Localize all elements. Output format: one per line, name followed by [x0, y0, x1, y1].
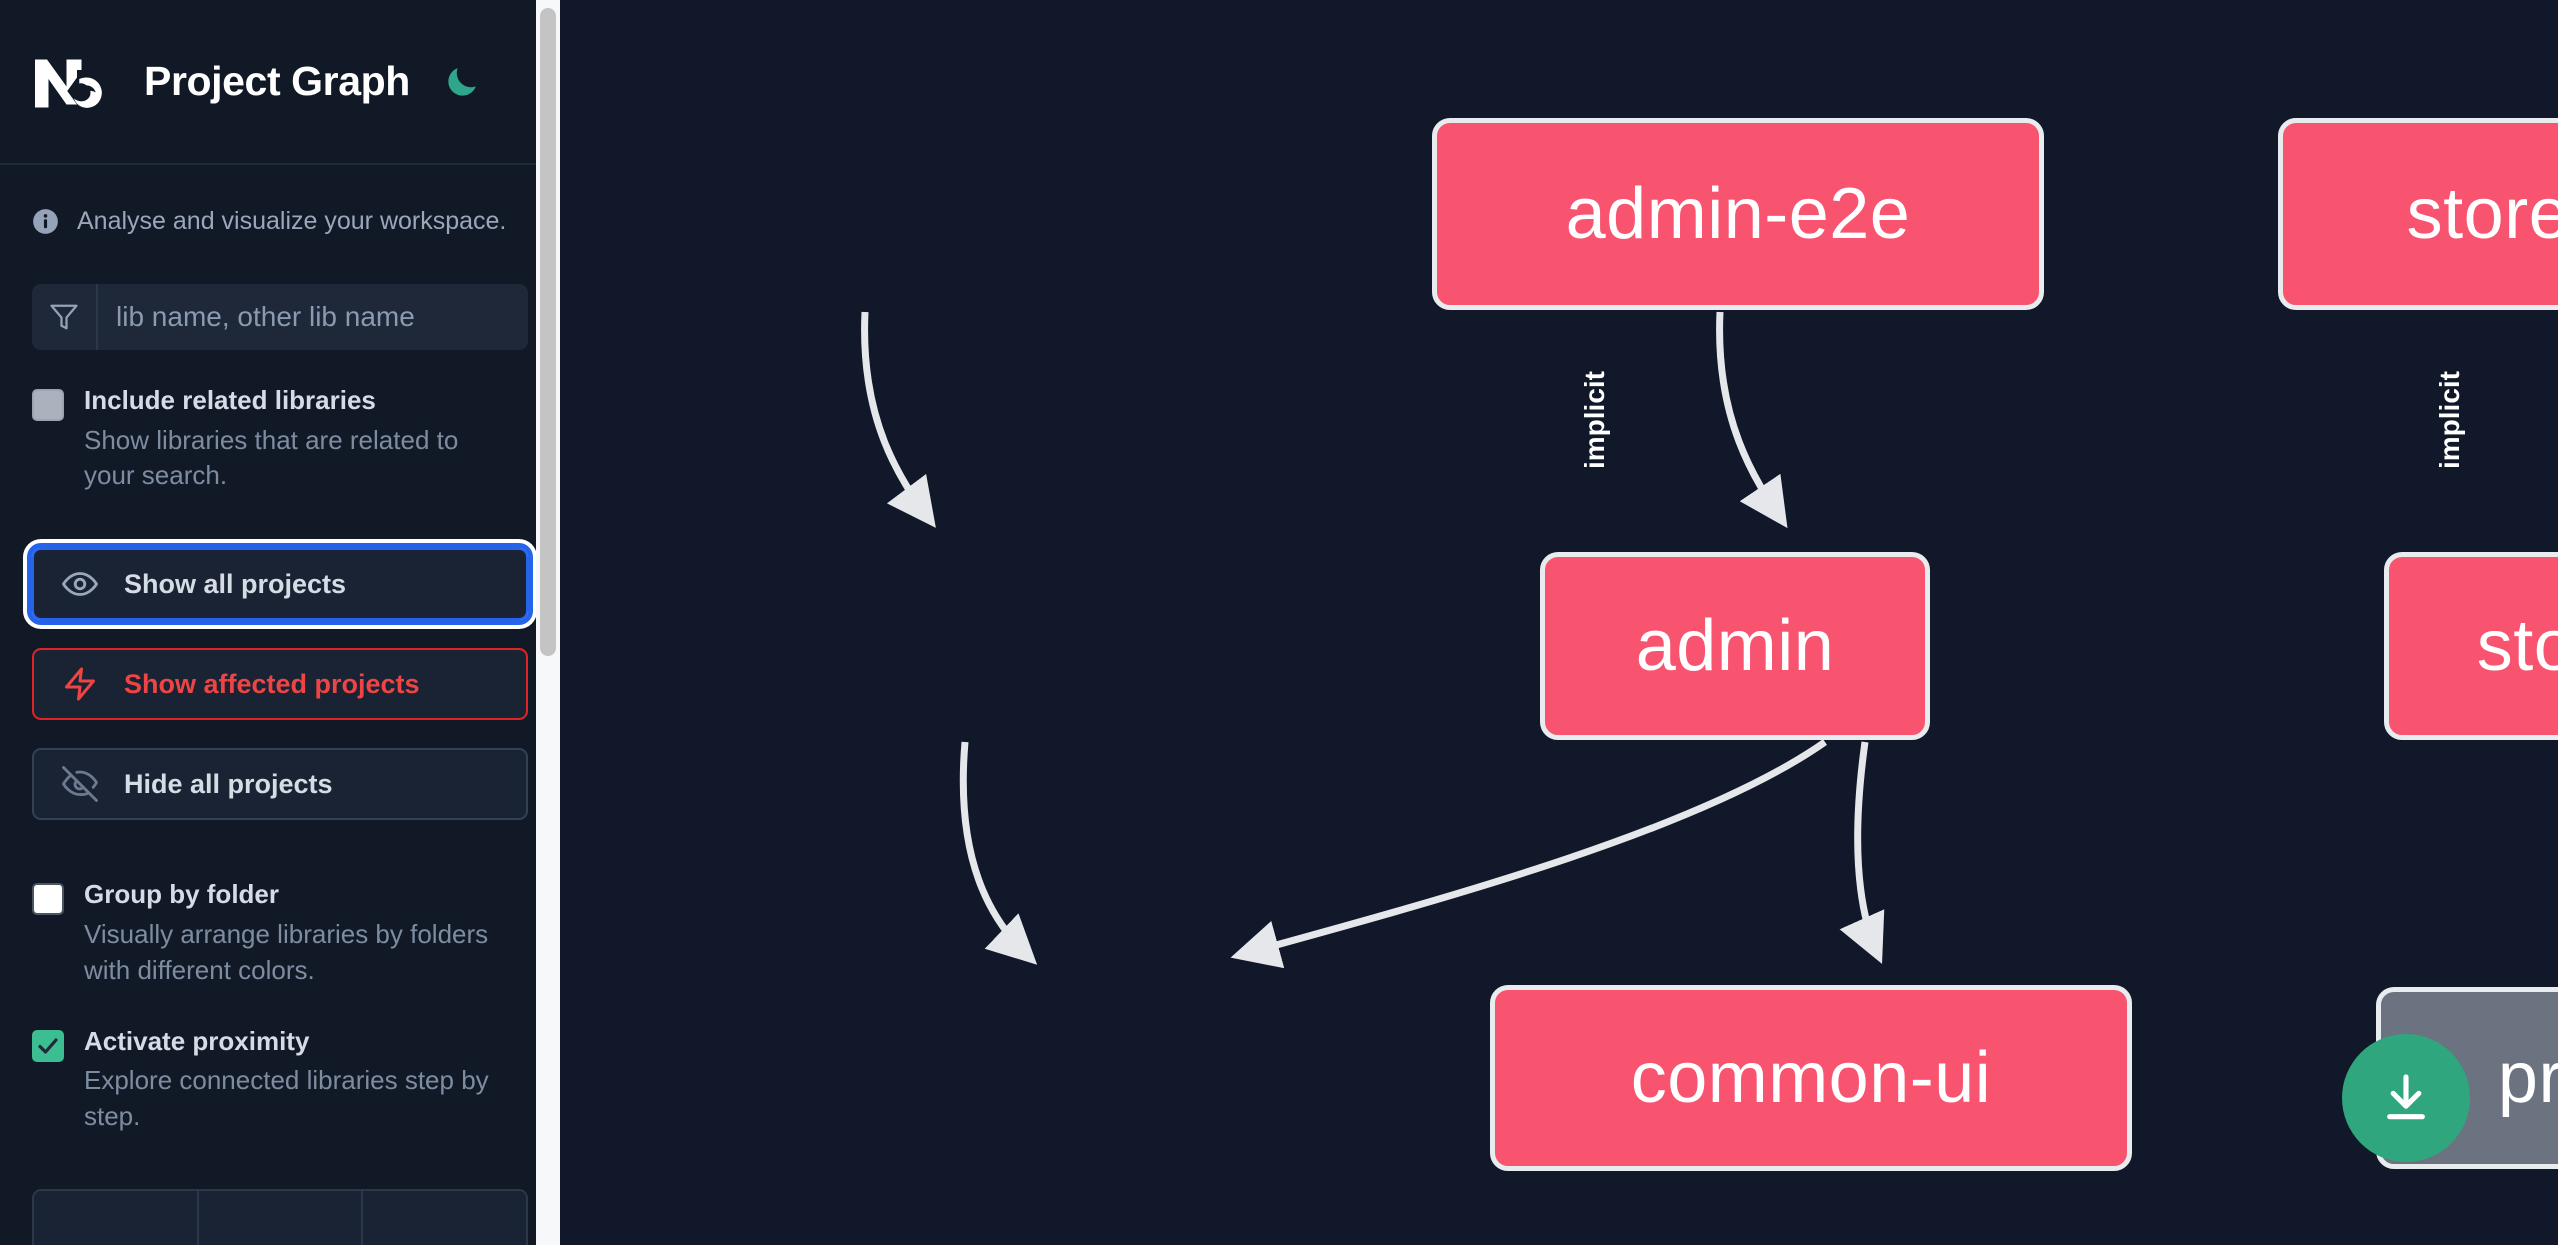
moon-icon[interactable] — [440, 60, 484, 104]
graph-action-buttons: Show all projects Show affected projects… — [27, 543, 533, 821]
option-group-by-folder[interactable]: Group by folder Visually arrange librari… — [0, 878, 560, 988]
include-related-libraries-checkbox[interactable] — [32, 389, 64, 421]
group-by-folder-checkbox[interactable] — [32, 883, 64, 916]
graph-edges — [861, 311, 1885, 969]
segment-3[interactable] — [363, 1188, 528, 1245]
activate-proximity-label: Activate proximity — [84, 1025, 310, 1056]
segment-1[interactable] — [32, 1188, 199, 1245]
segment-2[interactable] — [198, 1188, 364, 1245]
group-by-folder-label: Group by folder — [84, 879, 279, 910]
graph-node-admin-e2e[interactable]: admin-e2e — [1432, 118, 2044, 310]
sidebar-header: Project Graph — [0, 0, 560, 165]
graph-node-label: common-ui — [1630, 1038, 1992, 1118]
check-icon — [38, 1037, 58, 1054]
graph-node-store[interactable]: store — [2384, 552, 2558, 740]
activate-proximity-description: Explore connected libraries step by step… — [84, 1065, 489, 1131]
graph-node-common-ui[interactable]: common-ui — [1490, 985, 2132, 1171]
include-related-libraries-description: Show libraries that are related to your … — [84, 424, 459, 491]
activate-proximity-checkbox[interactable] — [32, 1029, 64, 1062]
download-icon — [2387, 1074, 2425, 1120]
nx-logo — [32, 52, 122, 112]
show-affected-projects-button[interactable]: Show affected projects — [32, 648, 528, 721]
eye-icon — [62, 572, 98, 597]
download-graph-button[interactable] — [2342, 1034, 2470, 1162]
filter-icon — [32, 284, 98, 350]
page-title: Project Graph — [144, 58, 410, 104]
group-by-folder-description: Visually arrange libraries by folders wi… — [84, 918, 489, 985]
lightning-icon — [65, 667, 95, 701]
edge-label-implicit-admin: implicit — [1579, 370, 1610, 470]
include-related-libraries-label: Include related libraries — [84, 385, 376, 415]
hide-all-projects-button[interactable]: Hide all projects — [32, 748, 528, 821]
eye-off-icon — [62, 766, 98, 803]
show-all-projects-label: Show all projects — [124, 568, 347, 599]
graph-node-store-e2e[interactable]: store-e2e — [2278, 118, 2558, 310]
option-activate-proximity[interactable]: Activate proximity Explore connected lib… — [0, 1025, 560, 1135]
graph-node-label: store-e2e — [2406, 174, 2558, 254]
tagline: Analyse and visualize your workspace. — [0, 165, 560, 236]
proximity-segmented-control[interactable] — [32, 1188, 528, 1245]
search-input[interactable] — [98, 284, 528, 350]
graph-node-label: store — [2476, 606, 2558, 686]
sidebar-scrollbar-track[interactable] — [536, 0, 560, 1245]
option-include-related-libraries[interactable]: Include related libraries Show libraries… — [0, 384, 560, 494]
sidebar: Project Graph Analyse and visualize yo — [0, 0, 560, 1245]
hide-all-projects-label: Hide all projects — [124, 768, 333, 799]
graph-node-label: admin — [1635, 606, 1835, 686]
graph-node-label: admin-e2e — [1565, 174, 1911, 254]
search-box[interactable] — [32, 284, 528, 350]
sidebar-scrollbar-thumb[interactable] — [540, 8, 556, 656]
info-icon — [32, 208, 59, 235]
graph-node-admin[interactable]: admin — [1540, 552, 1930, 740]
show-all-projects-button[interactable]: Show all projects — [27, 543, 533, 626]
graph-canvas[interactable]: admin-e2e store-e2e admin store common-u… — [560, 0, 2558, 1245]
edge-label-implicit-store: implicit — [2434, 370, 2465, 470]
show-affected-projects-label: Show affected projects — [124, 668, 420, 699]
edge-admin-e2e-to-admin — [861, 311, 936, 528]
tagline-text: Analyse and visualize your workspace. — [77, 207, 507, 235]
graph-node-label: products — [2497, 1038, 2558, 1118]
